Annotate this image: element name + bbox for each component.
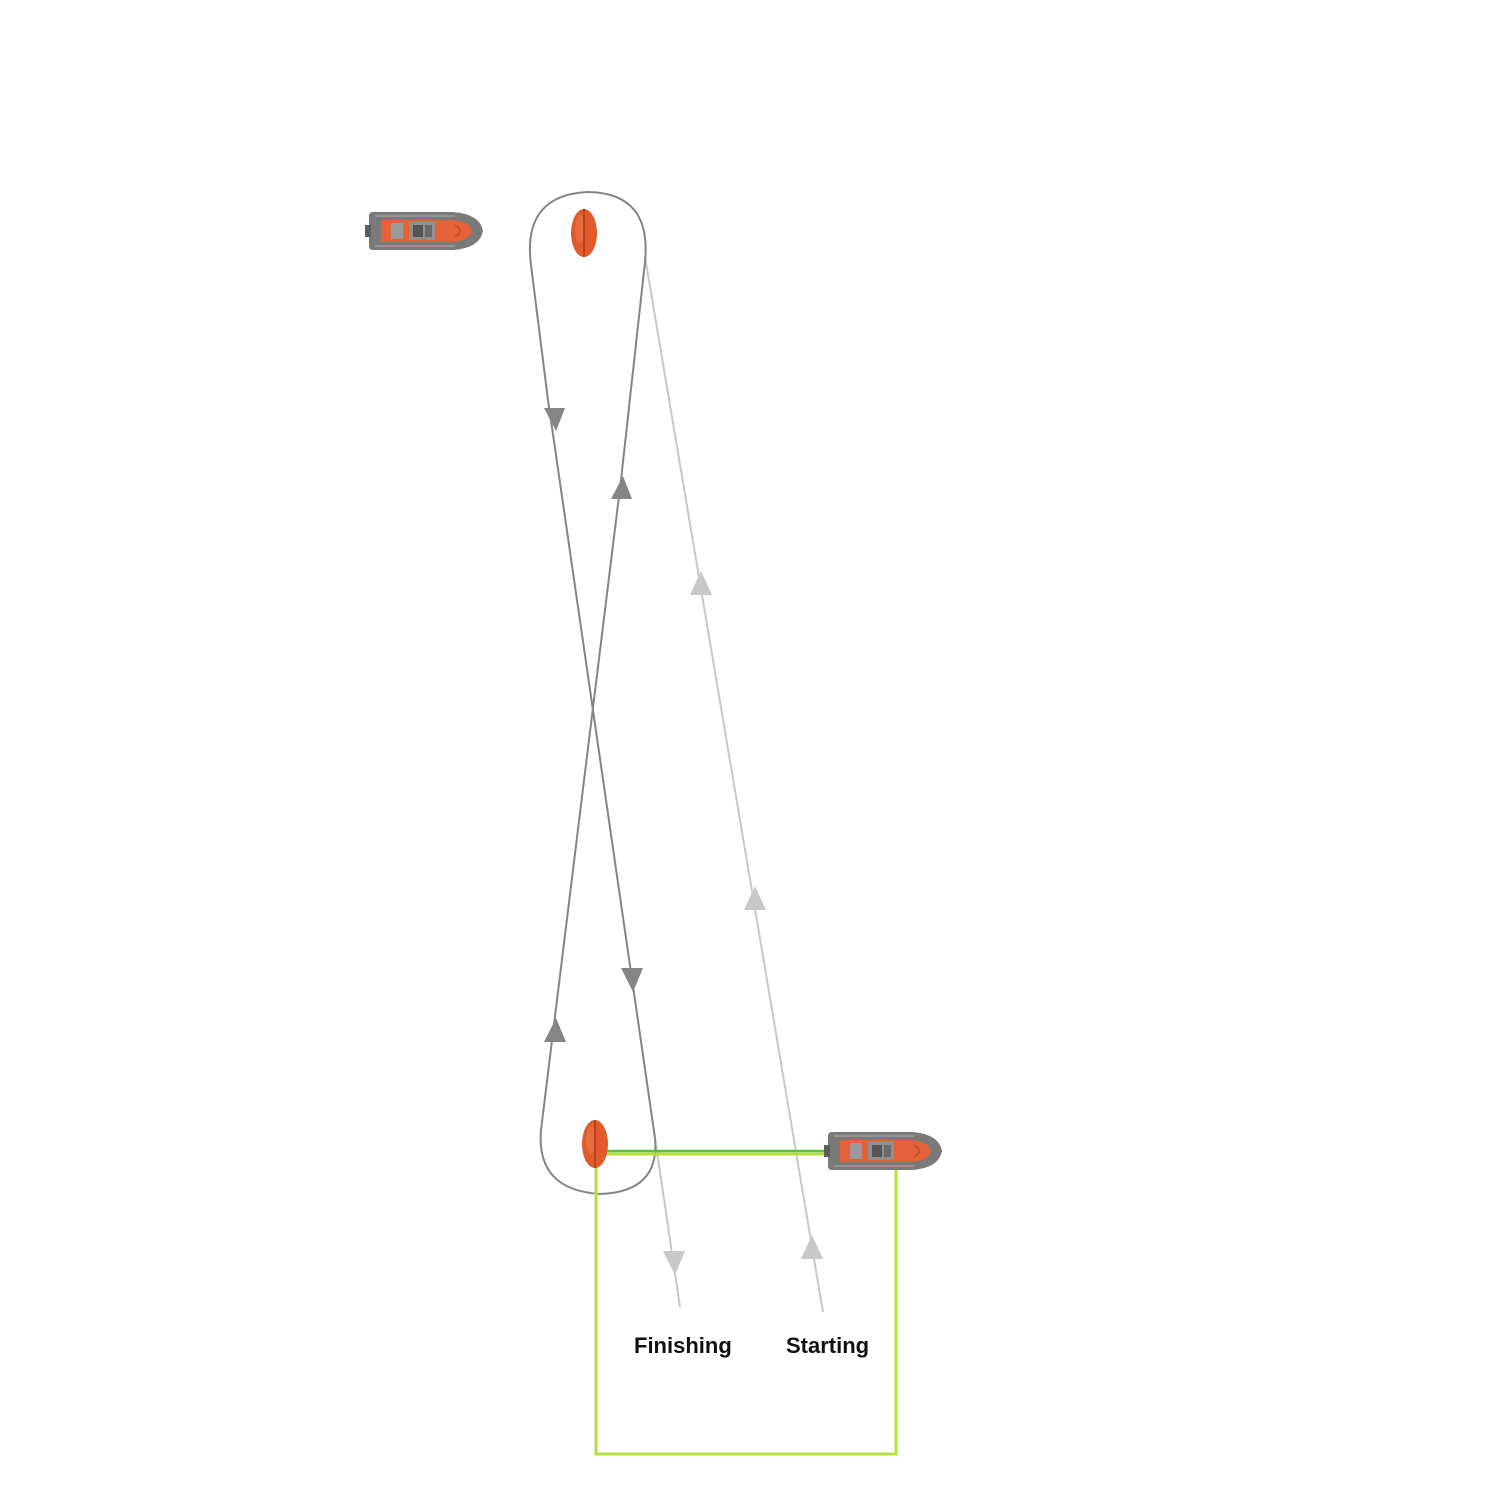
downwind-leg-line <box>547 399 656 1139</box>
approach-arrow-lower <box>801 1235 823 1259</box>
finishing-exit-line <box>654 1137 681 1308</box>
downwind-arrow-upper <box>544 408 565 431</box>
downwind-arrow-lower <box>621 968 643 992</box>
approach-arrow-upper <box>690 571 712 595</box>
starting-label: Starting <box>786 1333 870 1358</box>
start-finish-area <box>594 1152 898 1456</box>
finishing-arrow <box>663 1251 685 1275</box>
boat-icon <box>364 211 484 251</box>
buoy-icon <box>581 1119 609 1169</box>
top-rounding-arc <box>529 190 647 481</box>
bottom-rounding-arc <box>539 1129 657 1196</box>
approach-arrow-middle <box>744 886 766 910</box>
upwind-arrow-upper <box>611 476 632 499</box>
boat-icon <box>823 1131 943 1171</box>
buoy-icon <box>570 208 598 258</box>
upwind-arrow-lower <box>544 1018 566 1042</box>
finishing-label: Finishing <box>634 1333 732 1358</box>
starting-approach-line <box>644 256 824 1313</box>
